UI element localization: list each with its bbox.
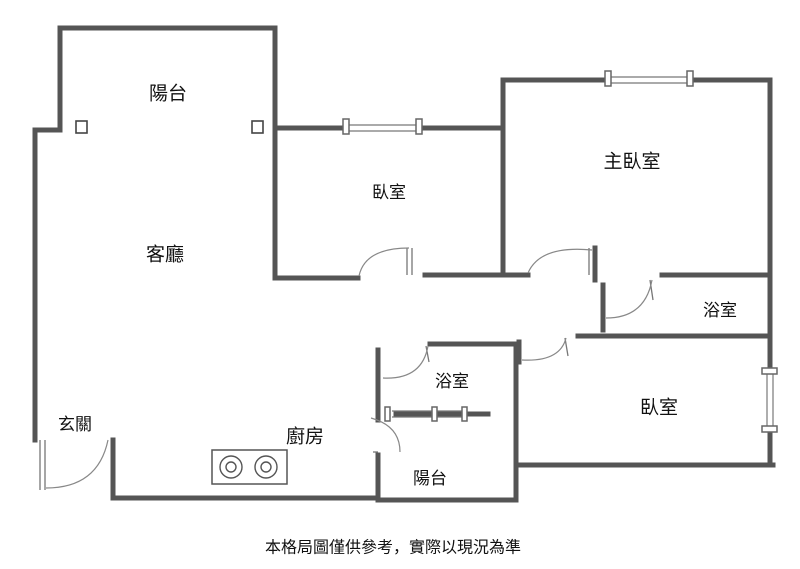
pillar-icon <box>75 120 88 134</box>
door-swing-icon <box>605 279 654 319</box>
room-label-bathroom-2: 浴室 <box>435 372 469 392</box>
door-swing-icon <box>527 248 593 275</box>
window-icon <box>761 367 778 433</box>
room-label-bathroom-1: 浴室 <box>703 301 737 321</box>
disclaimer-caption: 本格局圖僅供參考，實際以現況為準 <box>265 538 521 557</box>
door-swing-icon <box>358 247 413 277</box>
stove-icon <box>211 449 288 485</box>
windows <box>342 70 778 433</box>
window-icon <box>384 406 468 422</box>
window-icon <box>604 70 694 87</box>
doors <box>39 247 654 490</box>
room-label-bedroom-2: 臥室 <box>640 397 678 419</box>
pillar-icon <box>251 120 264 134</box>
room-label-master-bedroom: 主臥室 <box>603 151 660 173</box>
window-icon <box>342 118 423 135</box>
room-label-balcony-bottom: 陽台 <box>413 469 447 489</box>
room-label-balcony-top: 陽台 <box>149 83 187 105</box>
room-label-bedroom-1: 臥室 <box>372 183 406 203</box>
walls <box>32 25 776 503</box>
wall-balcony-left <box>32 25 278 133</box>
room-label-kitchen: 廚房 <box>286 425 324 448</box>
room-label-living-room: 客廳 <box>146 244 184 266</box>
room-label-entrance: 玄關 <box>58 415 92 435</box>
door-swing-icon <box>39 439 109 490</box>
door-swing-icon <box>382 345 430 379</box>
door-swing-icon <box>370 417 401 453</box>
door-swing-icon <box>521 337 569 361</box>
